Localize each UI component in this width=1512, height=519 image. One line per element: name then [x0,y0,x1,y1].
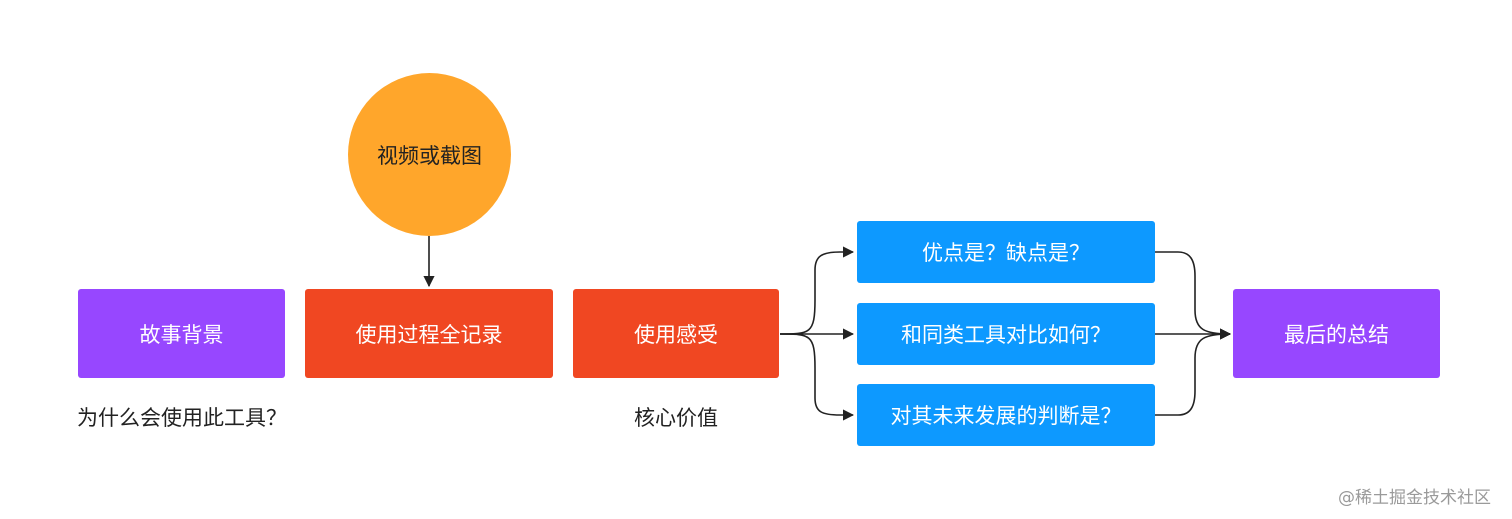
background-caption: 为什么会使用此工具？ [77,406,287,430]
arrow-feeling-to-pros-cons [779,246,855,335]
usage-feeling-node: 使用感受 [573,289,779,378]
story-background-node: 故事背景 [78,289,285,378]
usage-record-node: 使用过程全记录 [305,289,553,378]
video-screenshot-node: 视频或截图 [348,73,511,236]
story-background-label: 故事背景 [139,322,224,347]
feeling-caption: 核心价值 [634,406,718,430]
compare-label: 和同类工具对比如何？ [901,323,1111,347]
future-label: 对其未来发展的判断是？ [890,404,1122,428]
summary-label: 最后的总结 [1284,322,1389,347]
video-screenshot-label: 视频或截图 [377,143,482,168]
arrow-future-to-summary [1155,328,1232,416]
pros-cons-label: 优点是？缺点是？ [922,241,1090,265]
arrow-feeling-to-future [779,333,855,421]
future-node: 对其未来发展的判断是？ [857,384,1155,446]
arrow-pros-cons-to-summary [1155,251,1232,340]
compare-node: 和同类工具对比如何？ [857,303,1155,365]
watermark-text: @稀土掘金技术社区 [1338,488,1491,508]
usage-record-label: 使用过程全记录 [355,322,503,347]
pros-cons-node: 优点是？缺点是？ [857,221,1155,283]
usage-feeling-label: 使用感受 [634,322,718,347]
summary-node: 最后的总结 [1233,289,1440,378]
